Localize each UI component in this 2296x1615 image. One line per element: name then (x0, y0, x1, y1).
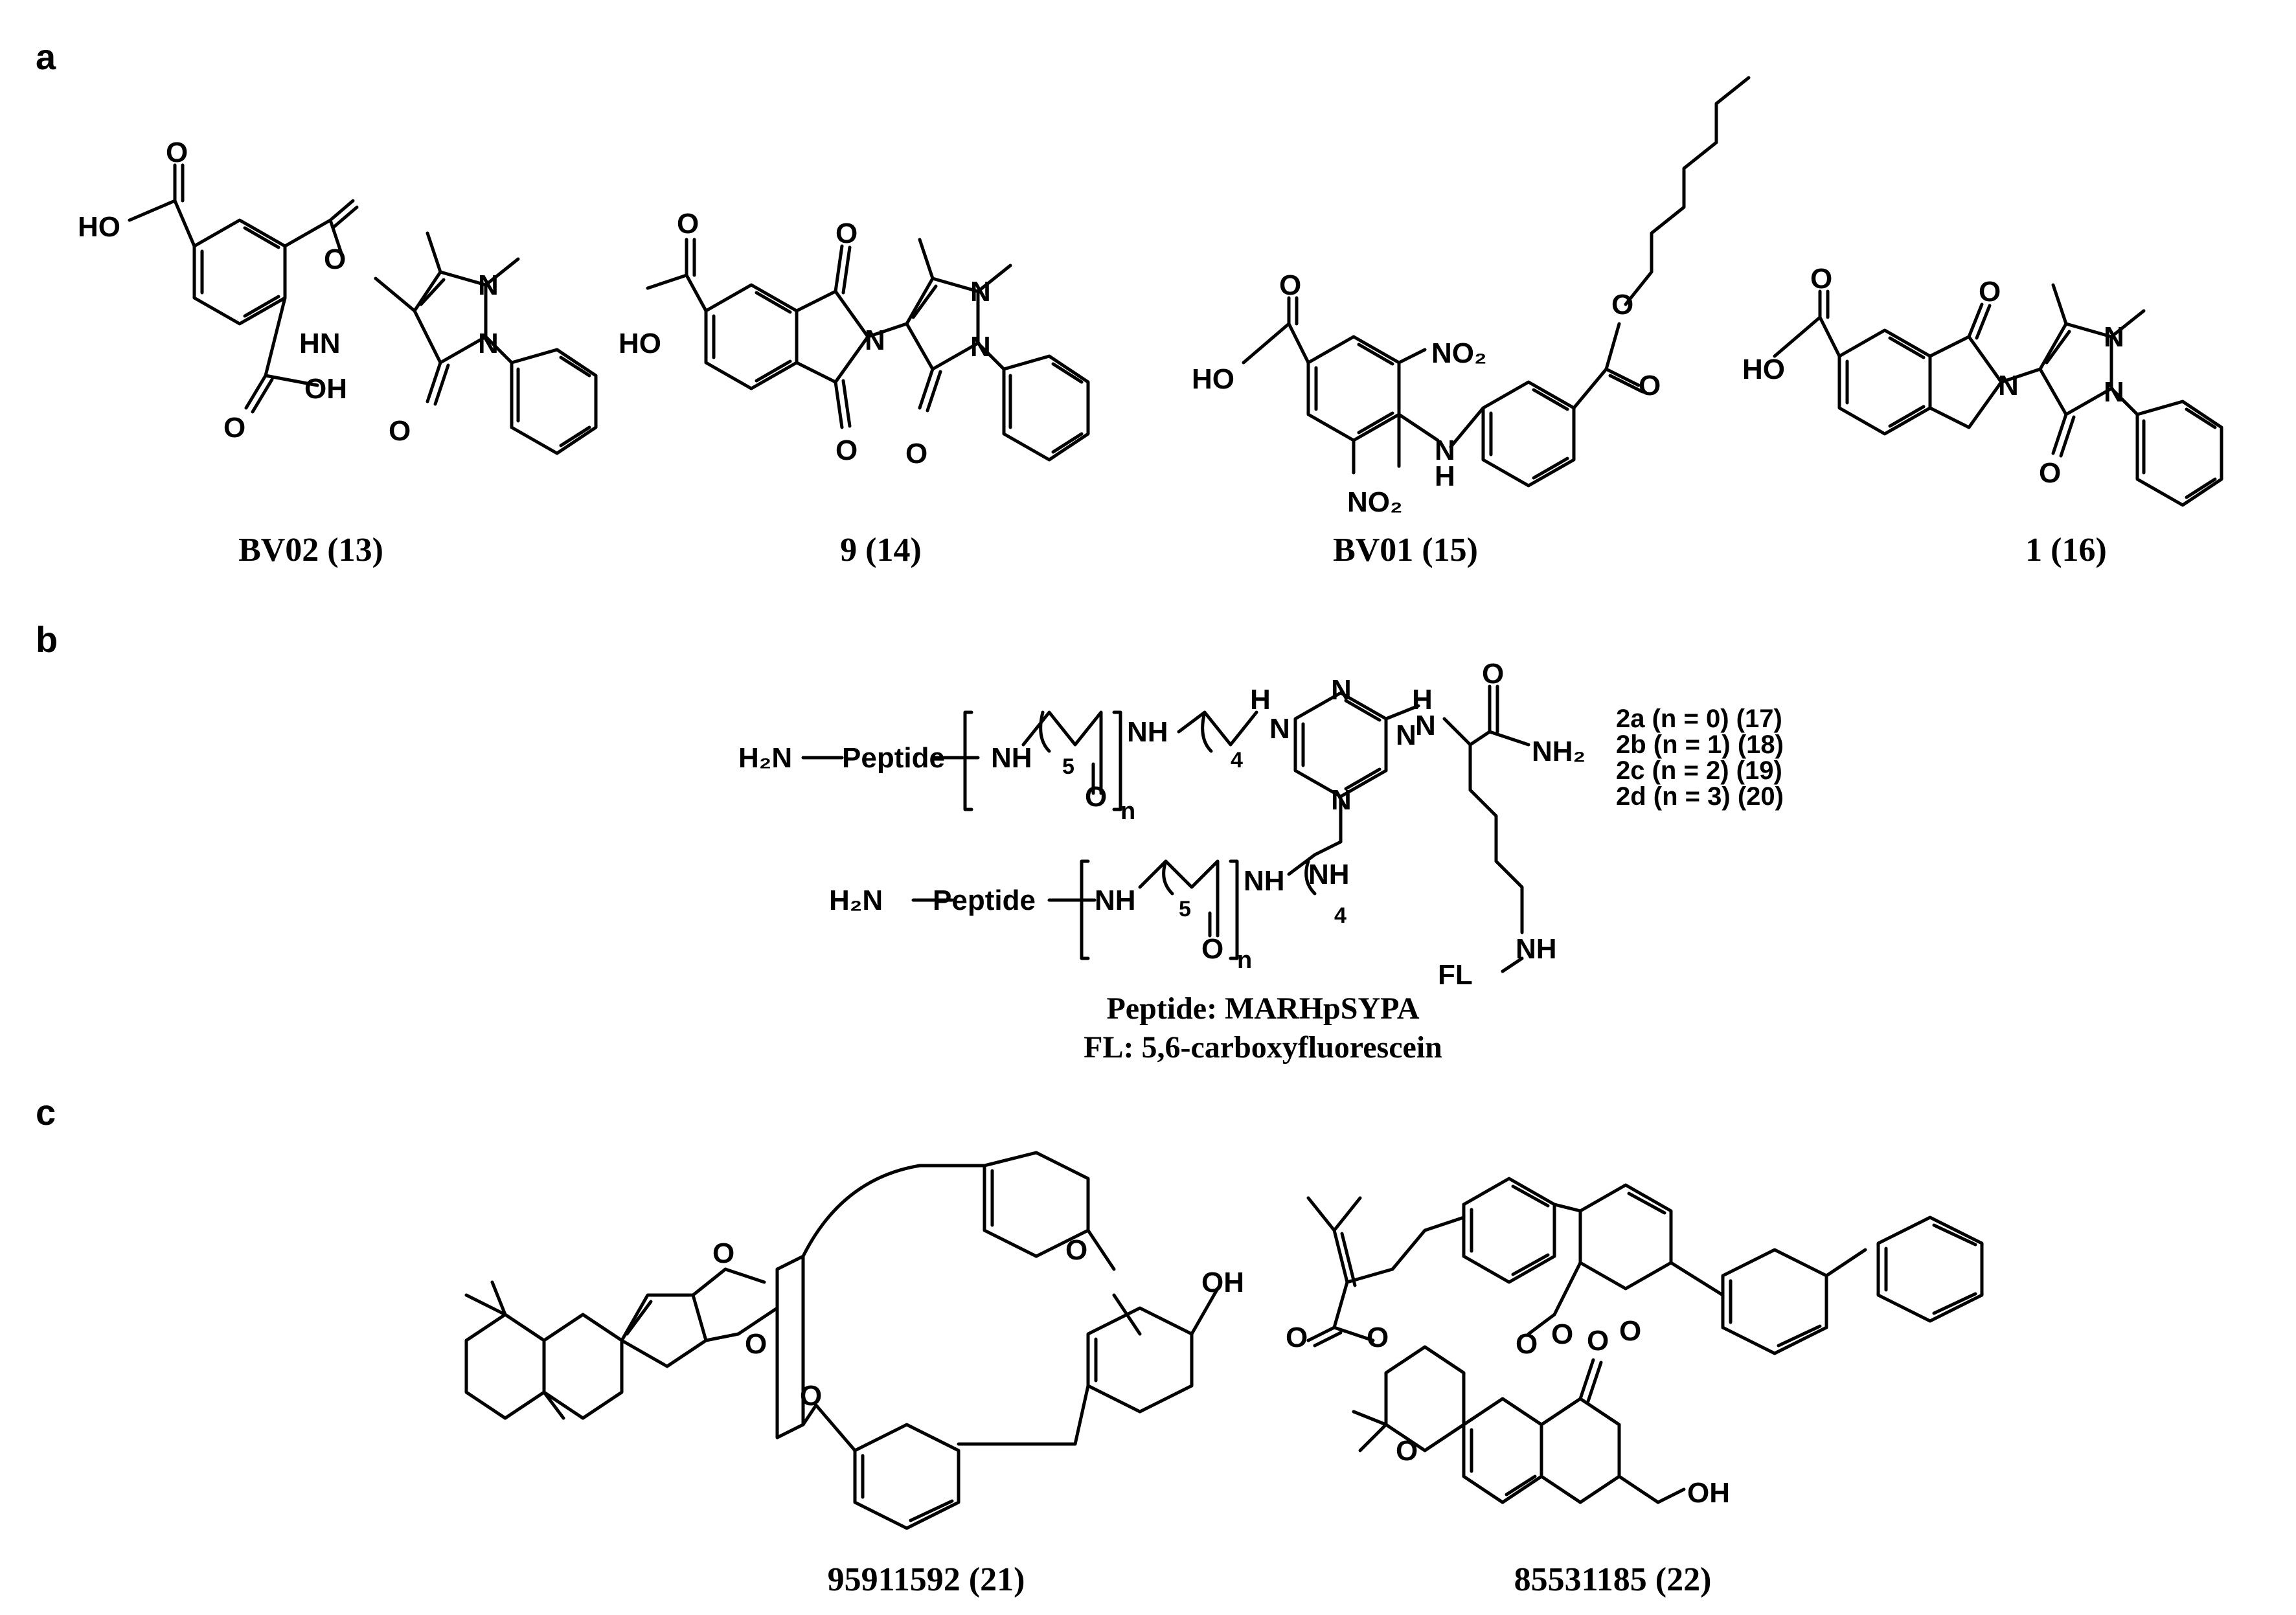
label-o: O (712, 1237, 734, 1269)
label-h: H (1250, 684, 1271, 716)
label-o: O (677, 208, 699, 240)
label-ho: HO (78, 211, 120, 243)
label-o: O (389, 415, 411, 447)
label-o: O (223, 412, 245, 444)
label-o: O (166, 137, 188, 168)
series-item-2b: 2b (n = 1) (18) (1616, 730, 1784, 759)
label-o: O (1396, 1435, 1418, 1467)
label-o: O (1279, 269, 1301, 301)
label-nh: NH (1308, 859, 1350, 890)
structure-21 (464, 1151, 1220, 1530)
caption-14: 9 (14) (840, 532, 922, 569)
label-o: O (745, 1328, 767, 1360)
label-o: O (1551, 1318, 1573, 1350)
caption-15: BV01 (15) (1333, 532, 1478, 569)
label-n: N (2104, 321, 2124, 353)
caption-16: 1 (16) (2025, 532, 2107, 569)
label-h2n: H₂N (829, 885, 883, 916)
label-n: N (1998, 370, 2019, 401)
label-nh: NH (1516, 933, 1557, 965)
label-ho: HO (1192, 363, 1234, 395)
caption-13: BV02 (13) (238, 532, 383, 569)
label-o: O (1611, 289, 1633, 321)
label-o: O (2039, 457, 2061, 489)
structure-16 (1773, 283, 2223, 507)
label-o: O (800, 1380, 822, 1412)
panel-letter-c: c (36, 1092, 56, 1133)
label-n: N (1396, 719, 1416, 751)
label-n: N (1269, 713, 1290, 745)
structure-14 (646, 238, 1090, 462)
label-nh2: NH₂ (1532, 736, 1586, 767)
legend-peptide: Peptide: MARHpSYPA (1106, 991, 1420, 1026)
label-four: 4 (1231, 748, 1243, 773)
label-o: O (1979, 276, 2001, 308)
caption-21: 95911592 (21) (827, 1561, 1025, 1598)
label-o: O (1619, 1315, 1641, 1347)
label-h: H (1435, 460, 1455, 492)
label-ho: HO (1742, 354, 1785, 385)
label-oh: OH (1201, 1267, 1244, 1298)
label-oh: OH (304, 373, 347, 405)
label-o: O (1516, 1328, 1538, 1360)
label-no2: NO₂ (1347, 486, 1403, 518)
label-o: O (1367, 1322, 1389, 1353)
panel-letter-b: b (36, 619, 58, 660)
label-n-sub: n (1237, 947, 1252, 974)
label-n: N (1331, 674, 1352, 706)
label-nh: NH (991, 742, 1032, 774)
label-n: N (970, 276, 991, 308)
structure-22 (1306, 1177, 1984, 1504)
label-n: N (478, 269, 499, 301)
label-o: O (1587, 1325, 1609, 1357)
label-oh: OH (1687, 1477, 1730, 1509)
label-n: N (1435, 435, 1455, 466)
label-no2: NO₂ (1431, 337, 1487, 369)
label-peptide: Peptide (933, 885, 1036, 916)
label-five: 5 (1179, 897, 1191, 921)
label-o: O (1482, 658, 1504, 690)
atom-labels: HO O O HN OH O N N O HO O O N O N N O HO… (78, 137, 2124, 1509)
series-item-2a: 2a (n = 0) (17) (1616, 705, 1782, 733)
label-o: O (324, 243, 346, 275)
series-item-2c: 2c (n = 2) (19) (1616, 756, 1782, 785)
caption-22: 85531185 (22) (1514, 1561, 1712, 1598)
label-o: O (905, 438, 927, 469)
label-o: O (835, 435, 858, 466)
label-o: O (1085, 781, 1107, 813)
label-n: N (970, 331, 991, 363)
label-o: O (1065, 1234, 1087, 1266)
label-o: O (1286, 1322, 1308, 1353)
label-o: O (1810, 263, 1832, 295)
label-fl: FL (1438, 959, 1473, 991)
label-n: N (1415, 710, 1436, 741)
legend-fl: FL: 5,6-carboxyfluorescein (1084, 1030, 1442, 1065)
label-o: O (1201, 933, 1223, 965)
label-four: 4 (1334, 903, 1347, 928)
panel-letter-a: a (36, 36, 56, 77)
label-hn: HN (299, 328, 341, 359)
structure-bv02 (128, 163, 598, 455)
label-nh: NH (1244, 865, 1285, 897)
label-h: H (1412, 684, 1433, 716)
label-n: N (2104, 376, 2124, 408)
label-five: 5 (1062, 754, 1074, 779)
structure-conjugate (801, 684, 1530, 973)
label-peptide: Peptide (842, 742, 945, 774)
label-nh: NH (1127, 716, 1168, 748)
label-n: N (865, 324, 885, 356)
label-n: N (1331, 784, 1352, 816)
label-n: N (478, 328, 499, 359)
label-h2n: H₂N (738, 742, 792, 774)
structure-bv01 (1242, 76, 1751, 488)
label-n-sub: n (1120, 798, 1135, 825)
label-o: O (1639, 370, 1661, 401)
label-nh: NH (1095, 885, 1136, 916)
label-ho: HO (619, 328, 661, 359)
label-o: O (835, 218, 858, 249)
series-item-2d: 2d (n = 3) (20) (1616, 782, 1784, 811)
series-list: 2a (n = 0) (17) 2b (n = 1) (18) 2c (n = … (1616, 706, 1784, 809)
